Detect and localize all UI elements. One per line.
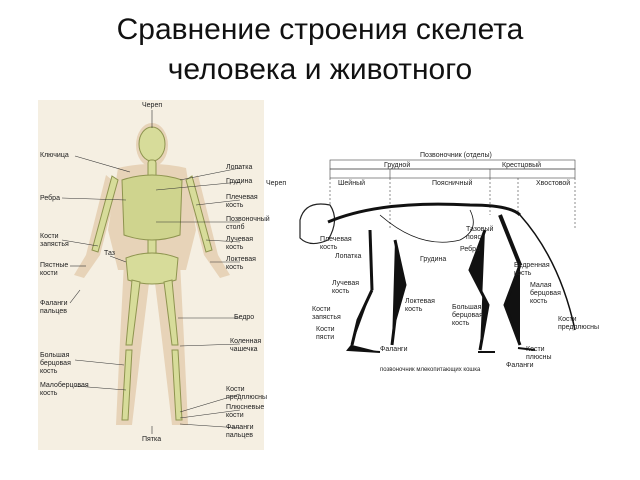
label-pelvic-girdle: Тазовый пояс (466, 226, 494, 241)
title-line-2: человека и животного (167, 53, 473, 86)
label-caudal: Хвостовой (536, 180, 571, 187)
label-sacral: Крестцовый (502, 162, 542, 169)
label-phalanges-hind: Фаланги (506, 362, 534, 369)
slide-title: Сравнение строения скелета человека и жи… (0, 10, 640, 90)
label-sternum-animal: Грудина (420, 256, 447, 263)
label-radius-animal: Лучевая кость (332, 280, 360, 295)
label-toe-phalanges: Фаланги пальцев (226, 424, 254, 439)
label-spine-header: Позвоночник (отделы) (420, 152, 492, 159)
label-scapula-animal: Лопатка (335, 253, 362, 260)
label-thoracic: Грудной (384, 162, 411, 169)
label-tibia-human: Большая берцовая кость (40, 352, 71, 375)
label-metacarpals: Пястные кости (40, 262, 69, 277)
label-patella: Коленная чашечка (230, 338, 262, 353)
label-lumbar: Поясничный (432, 180, 473, 187)
label-spine-human: Позвоночный столб (226, 216, 270, 231)
label-skull-human: Череп (142, 102, 163, 109)
label-fibula-animal: Малая берцовая кость (530, 282, 561, 305)
label-wrist-bones: Кости запястья (40, 233, 69, 248)
title-line-1: Сравнение строения скелета (116, 13, 524, 46)
label-humerus-human: Плечевая кость (226, 194, 258, 209)
label-tarsals-animal: Кости предплюсны (558, 316, 600, 331)
label-ribs: Ребра (40, 195, 60, 202)
label-humerus-animal: Плечевая кость (320, 236, 352, 251)
animal-skeleton (299, 202, 576, 353)
label-metatarsals-animal: Кости плюсны (526, 346, 552, 361)
label-clavicle: Ключица (40, 152, 69, 159)
label-phalanges-front: Фаланги (380, 346, 408, 353)
label-wrist-animal: Кости запястья (312, 306, 341, 321)
label-ulna-animal: Локтевая кость (405, 298, 435, 313)
label-metacarpals-animal: Кости пясти (316, 326, 335, 341)
label-ribs-animal: Ребра (460, 246, 480, 253)
label-fibula-human: Малоберцовая кость (40, 382, 89, 397)
label-pelvis: Таз (104, 250, 115, 257)
label-tarsals-human: Кости предплюсны (226, 386, 268, 401)
label-radius-human: Лучевая кость (226, 236, 254, 251)
label-cervical: Шейный (338, 180, 366, 187)
label-metatarsals-human: Плюсневые кости (226, 404, 265, 419)
label-femur-animal: Бедренная кость (514, 262, 550, 277)
label-finger-phalanges: Фаланги пальцев (40, 300, 68, 315)
human-bones (91, 126, 213, 421)
label-ulna-human: Локтевая кость (226, 256, 256, 271)
label-scapula-human: Лопатка (226, 164, 253, 171)
label-skull-animal: Череп (266, 180, 287, 187)
label-femur-human: Бедро (234, 314, 255, 321)
label-tibia-animal: Большая берцовая кость (452, 304, 483, 327)
animal-caption: позвоночник млекопитающих кошка (380, 367, 481, 373)
animal-spine-chart (329, 159, 576, 230)
label-heel: Пятка (142, 436, 162, 443)
label-sternum-human: Грудина (226, 178, 253, 185)
